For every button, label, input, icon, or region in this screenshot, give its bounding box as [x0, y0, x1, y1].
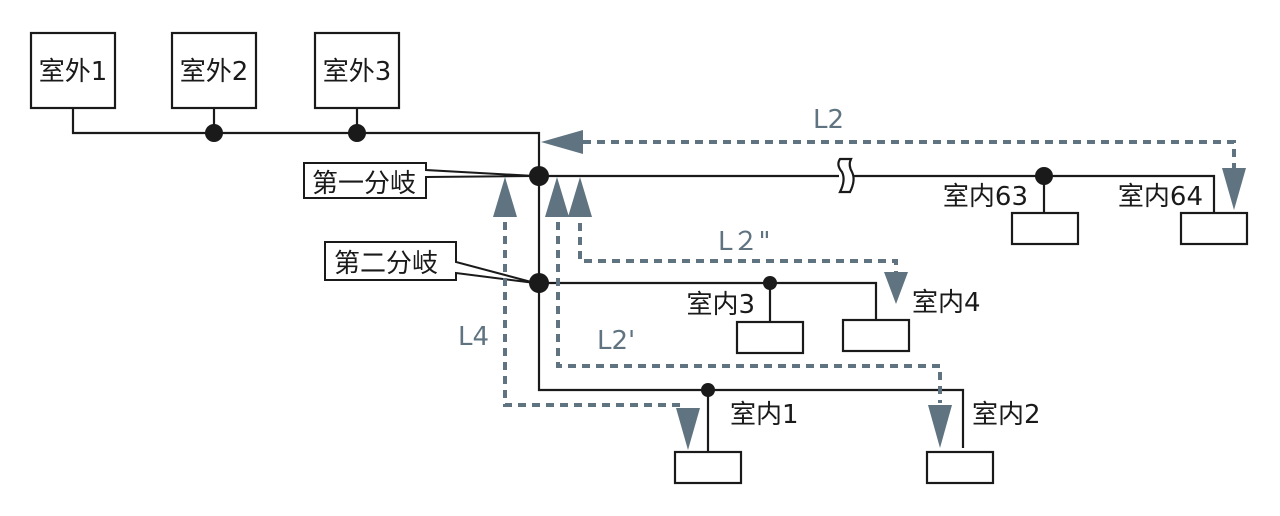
- indoor-3-label: 室内3: [686, 290, 755, 320]
- arrow-up-icon: [493, 177, 517, 217]
- L2-double-prime-label: L２": [718, 227, 770, 257]
- joint-node: [205, 124, 223, 142]
- outdoor-unit-2: 室外2: [170, 31, 258, 110]
- outdoor-header-pipe: [71, 108, 965, 448]
- dimension-L2-double-prime: L２": [568, 177, 908, 304]
- arrow-up-icon: [568, 177, 592, 217]
- dimension-L2-prime: L2': [545, 177, 952, 448]
- first-branch-callout: 第一分岐: [303, 162, 536, 199]
- L2-label: L2: [813, 105, 844, 135]
- outdoor-unit-2-label: 室外2: [180, 57, 249, 87]
- joint-node: [348, 124, 366, 142]
- second-branch-label: 第二分岐: [334, 249, 438, 279]
- second-branch-callout: 第二分岐: [324, 241, 536, 284]
- joint-node: [701, 383, 715, 397]
- arrow-up-icon: [545, 177, 569, 217]
- outdoor-unit-1: 室外1: [29, 31, 117, 110]
- arrow-left-icon: [541, 130, 583, 154]
- indoor-unit-3: [735, 320, 805, 355]
- indoor-2-label: 室内2: [972, 400, 1041, 430]
- joint-node: [763, 276, 777, 290]
- second-branch-pipe: [539, 281, 878, 320]
- L2-prime-label: L2': [597, 326, 635, 356]
- indoor-63-label: 室内63: [943, 182, 1028, 212]
- indoor-unit-63: [1010, 211, 1080, 246]
- joint-node: [1035, 167, 1053, 185]
- arrow-down-icon: [1222, 168, 1246, 210]
- L4-label: L4: [458, 322, 489, 352]
- indoor-unit-2: [925, 450, 995, 485]
- indoor-1-label: 室内1: [730, 400, 799, 430]
- indoor-unit-1: [673, 450, 743, 485]
- arrow-down-icon: [884, 272, 908, 304]
- indoor-unit-4: [841, 318, 911, 353]
- break-symbol: [837, 157, 855, 194]
- indoor-4-label: 室内4: [912, 288, 981, 318]
- indoor-64-label: 室内64: [1118, 182, 1203, 212]
- dimension-L2: L2: [541, 105, 1246, 210]
- first-branch-label: 第一分岐: [312, 169, 416, 199]
- outdoor-unit-3-label: 室外3: [323, 57, 392, 87]
- main-line-pipe: [539, 174, 1216, 213]
- second-branch-node: [529, 273, 549, 293]
- arrow-down-icon: [676, 408, 700, 450]
- dimension-L4: L4: [458, 177, 700, 450]
- outdoor-unit-1-label: 室外1: [39, 57, 108, 87]
- indoor-unit-64: [1179, 211, 1249, 246]
- outdoor-unit-3: 室外3: [313, 31, 401, 110]
- first-branch-node: [529, 166, 549, 186]
- arrow-down-icon: [928, 405, 952, 448]
